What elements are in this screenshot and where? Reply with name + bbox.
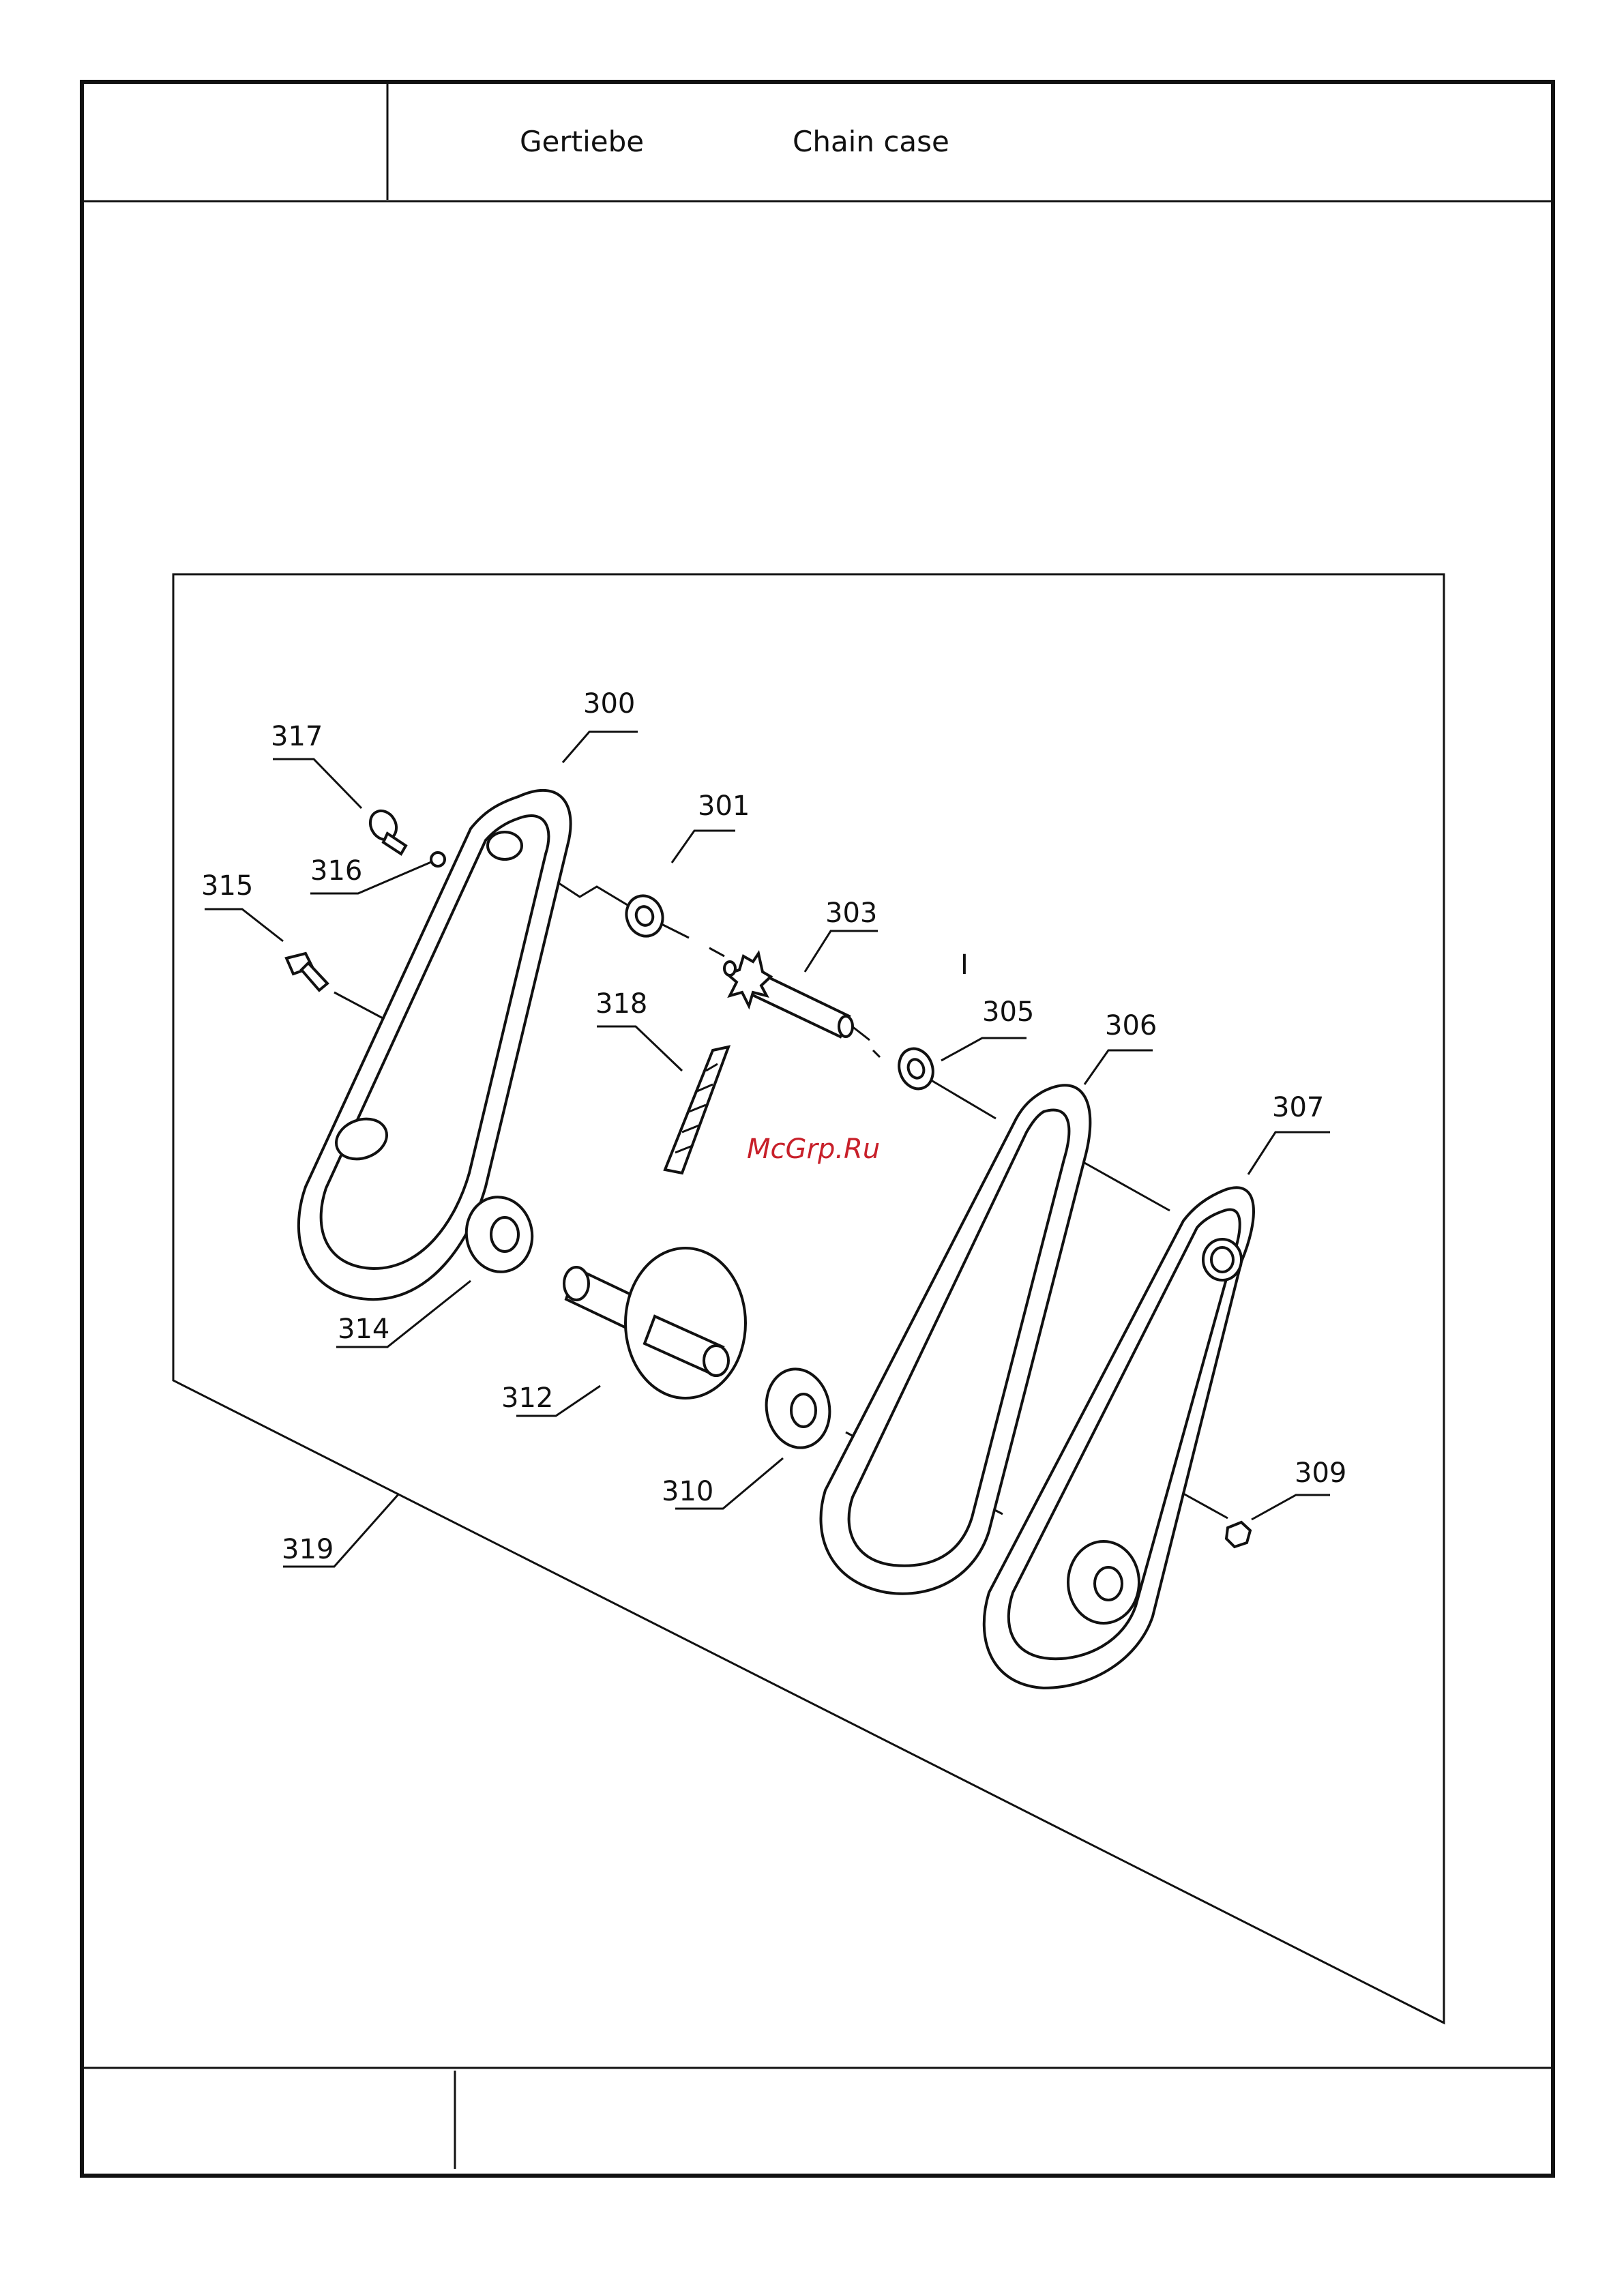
nut-309	[1226, 1522, 1250, 1547]
header-title-en: Chain case	[793, 125, 949, 158]
callout-314: 314	[338, 1314, 389, 1345]
callout-312: 312	[501, 1382, 553, 1414]
bolt-315	[286, 953, 327, 990]
callout-303: 303	[825, 898, 877, 929]
bearing-305	[894, 1044, 939, 1094]
nut-316	[431, 853, 445, 866]
shaft-303	[724, 953, 853, 1037]
callout-307: 307	[1272, 1092, 1324, 1123]
bolt-317	[365, 806, 406, 854]
stray-mark: I	[960, 949, 969, 981]
callout-318: 318	[595, 988, 647, 1020]
drawing-frame	[82, 82, 1553, 2176]
chain-318	[665, 1047, 728, 1173]
header-title-de: Gertiebe	[520, 125, 644, 158]
callout-309: 309	[1295, 1457, 1346, 1489]
spacer-310	[761, 1364, 836, 1453]
callout-315: 315	[201, 870, 253, 902]
callout-310: 310	[662, 1476, 713, 1507]
bearing-301	[621, 891, 668, 941]
spacer-lower-307	[1068, 1541, 1139, 1623]
callout-319: 319	[282, 1534, 334, 1565]
callout-300: 300	[583, 688, 635, 720]
callout-316: 316	[310, 855, 362, 887]
callout-317: 317	[271, 721, 323, 752]
sprocket-312	[564, 1248, 745, 1398]
callout-305: 305	[982, 996, 1034, 1028]
callout-301: 301	[698, 790, 750, 822]
callout-306: 306	[1105, 1010, 1157, 1041]
watermark: McGrp.Ru	[747, 1134, 880, 1165]
